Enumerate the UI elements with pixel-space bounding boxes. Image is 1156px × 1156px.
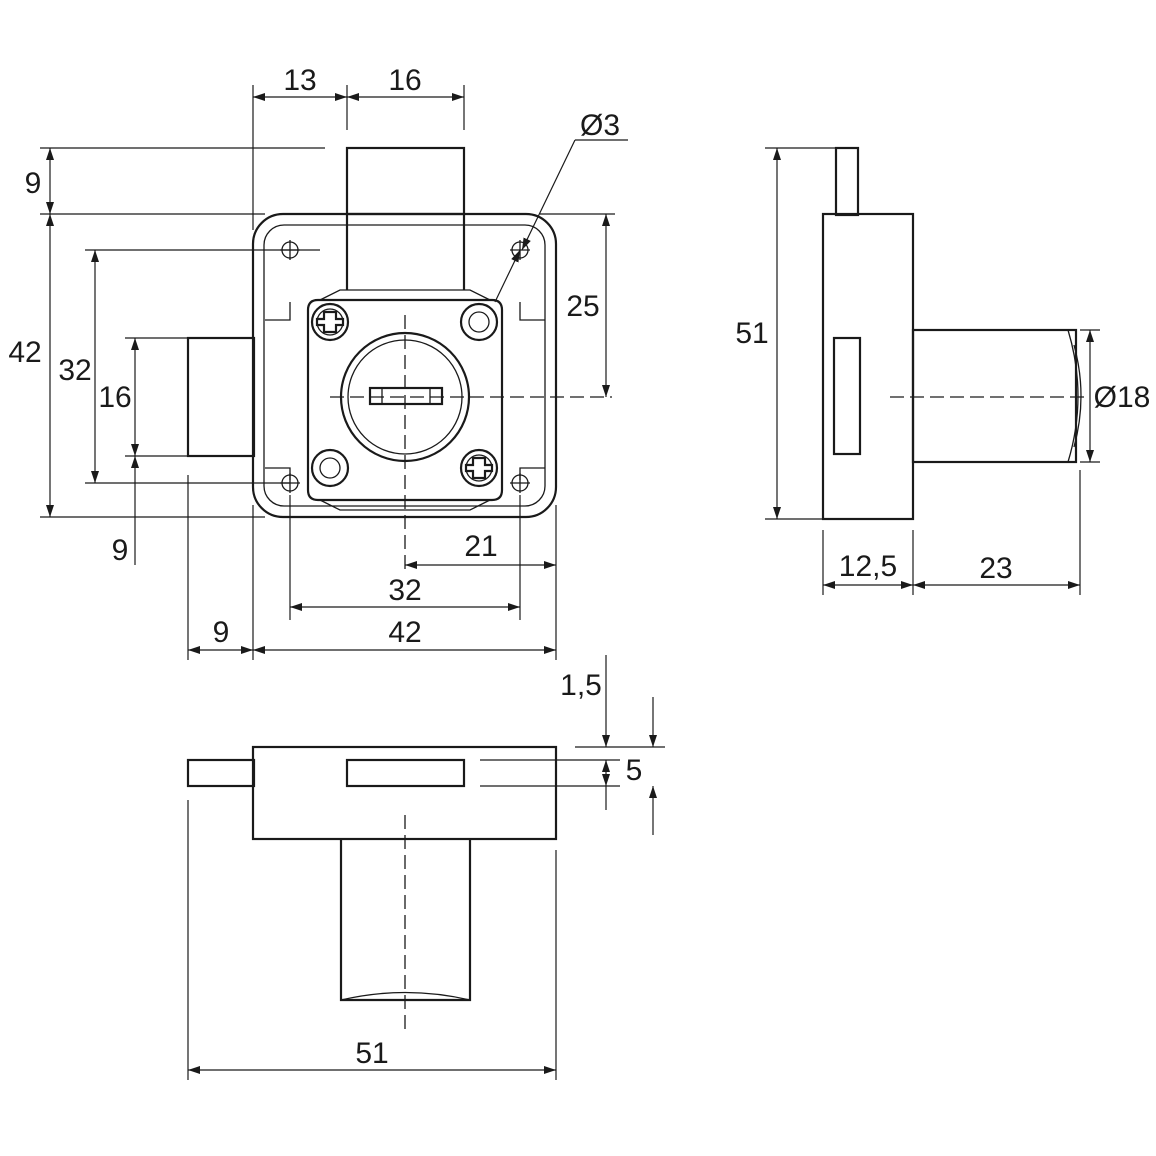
mount-hole-br: [510, 473, 530, 493]
dim-bolt-offset: 9: [213, 616, 230, 649]
dim-width: 42: [388, 616, 421, 649]
side-cylinder-cap: [1067, 329, 1082, 463]
side-body: [821, 212, 915, 521]
top-bolt: [186, 758, 256, 788]
side-slot: [832, 336, 862, 456]
keyway: [368, 386, 444, 406]
side-bolt: [834, 146, 860, 217]
side-extension-lines: [765, 147, 1100, 595]
top-view: 1,5 5 51: [186, 655, 665, 1080]
dim-slot-offset: 1,5: [560, 669, 602, 702]
mechanism-outline: [265, 289, 545, 511]
side-cylinder: [911, 328, 1078, 464]
dim-hole-spacing-vertical: 32: [58, 354, 91, 387]
dim-right-height: 25: [566, 290, 599, 323]
front-dimension-lines: [46, 93, 628, 654]
dim-hole-spacing-horizontal: 32: [388, 574, 421, 607]
dim-cylinder-length: 23: [979, 552, 1012, 585]
dim-bottom-gap: 9: [112, 534, 129, 567]
dim-body-depth: 12,5: [839, 550, 897, 583]
front-view: 13 16 Ø3 9 42 32 16 9 25 21 32 42 9: [8, 64, 628, 660]
cylinder-left-housing: [186, 336, 256, 458]
dim-bolt-height: 9: [25, 167, 42, 200]
dim-hole-diameter: Ø3: [580, 109, 620, 142]
dim-slot-width: 5: [626, 754, 643, 787]
screw-bottom-right: [459, 448, 499, 488]
dim-top-left: 13: [283, 64, 316, 97]
top-dimension-lines: [188, 655, 657, 1074]
top-cylinder-cap: [340, 991, 471, 1001]
screw-top-left: [310, 302, 350, 342]
side-dimension-lines: [773, 148, 1094, 589]
dim-total-height: 42: [8, 336, 41, 369]
dim-cylinder-height: 16: [98, 381, 131, 414]
side-view: 51 Ø18 12,5 23: [735, 146, 1151, 595]
dim-center-to-right: 21: [464, 530, 497, 563]
mechanism-frame: [306, 298, 504, 502]
dim-cylinder-diameter: Ø18: [1094, 381, 1151, 414]
dim-side-height: 51: [735, 317, 768, 350]
top-extension-lines: [187, 746, 665, 1080]
top-slot: [345, 758, 466, 788]
bolt-top: [345, 146, 466, 216]
hole-top-right: [459, 302, 499, 342]
front-extension-lines: [40, 85, 615, 660]
dim-total-width: 51: [355, 1037, 388, 1070]
dim-top-right: 16: [388, 64, 421, 97]
hole-bottom-left: [310, 448, 350, 488]
